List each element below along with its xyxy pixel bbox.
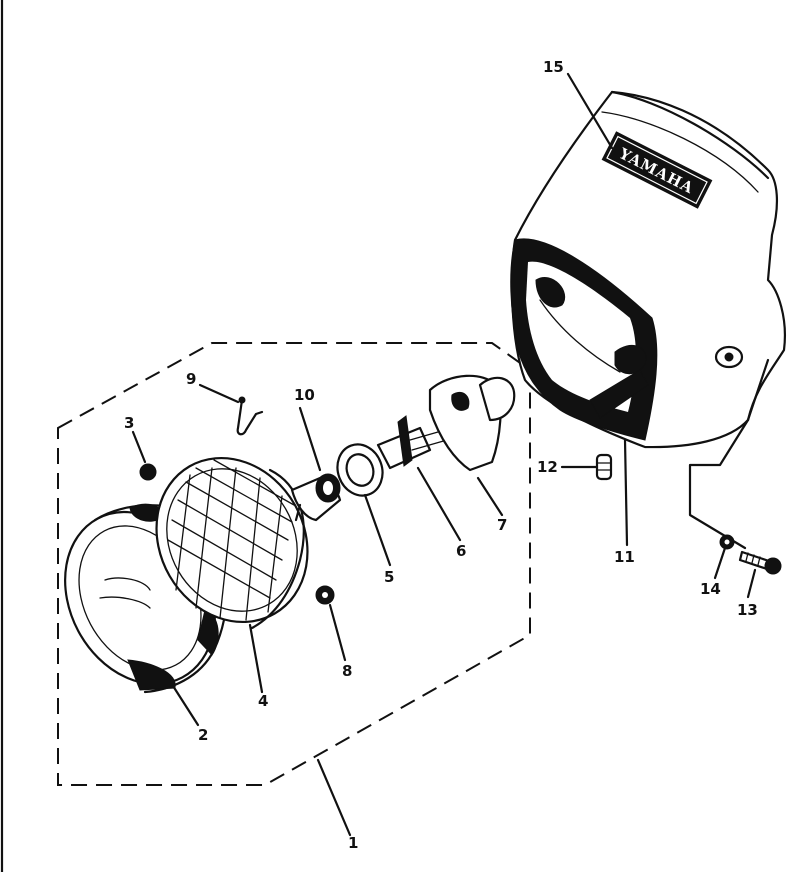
washer-14 bbox=[719, 534, 735, 550]
callout-13: 13 bbox=[737, 601, 758, 619]
callout-8: 8 bbox=[342, 662, 352, 680]
bulb-holder-ring bbox=[336, 443, 384, 497]
callout-2: 2 bbox=[198, 726, 208, 744]
nut-3 bbox=[139, 463, 157, 481]
bolt-13 bbox=[738, 550, 782, 575]
headlight-lens-unit bbox=[155, 456, 309, 630]
socket-cover bbox=[428, 374, 516, 472]
callout-9: 9 bbox=[186, 370, 196, 388]
leader-lines bbox=[131, 72, 757, 837]
spring-9 bbox=[236, 396, 264, 436]
callout-3: 3 bbox=[124, 414, 134, 432]
callout-10: 10 bbox=[294, 386, 315, 404]
callout-14: 14 bbox=[700, 580, 721, 598]
bulb bbox=[290, 473, 342, 522]
callout-5: 5 bbox=[384, 568, 394, 586]
callout-6: 6 bbox=[456, 542, 466, 560]
assembly-boundary bbox=[57, 342, 531, 786]
callout-7: 7 bbox=[497, 516, 507, 534]
callout-1: 1 bbox=[348, 834, 358, 852]
callout-15: 15 bbox=[543, 58, 564, 76]
callout-4: 4 bbox=[258, 692, 268, 710]
headlight-cowl: YAMAHA bbox=[510, 90, 786, 550]
callout-labels: 1 2 3 4 5 6 7 8 9 10 11 12 13 14 15 bbox=[124, 58, 758, 852]
callout-12: 12 bbox=[537, 458, 558, 476]
clip-8 bbox=[315, 585, 335, 605]
callout-11: 11 bbox=[614, 548, 635, 566]
grommet-12 bbox=[595, 453, 613, 481]
